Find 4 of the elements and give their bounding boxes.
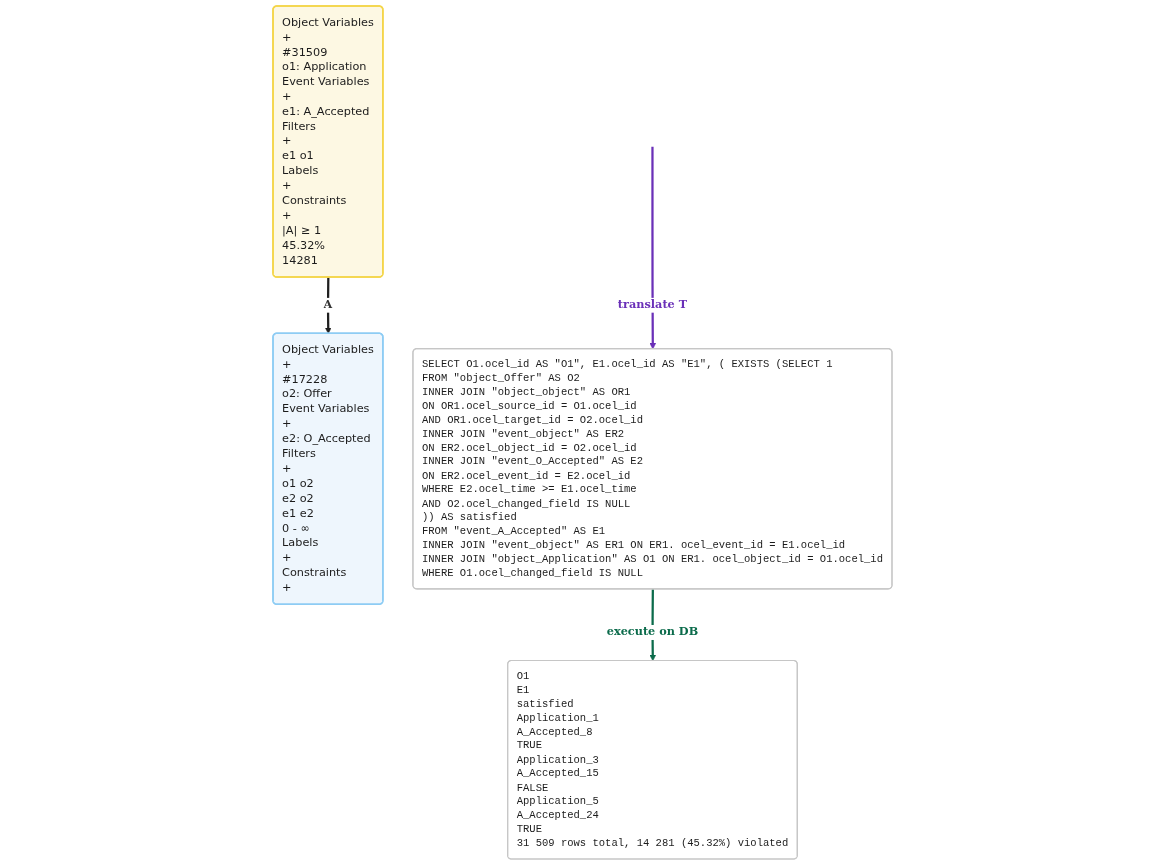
arrow: [649, 146, 657, 350]
edge-label: execute on DB: [606, 624, 699, 639]
edge-label: A: [323, 297, 333, 312]
edge-label: translate T: [617, 297, 688, 312]
